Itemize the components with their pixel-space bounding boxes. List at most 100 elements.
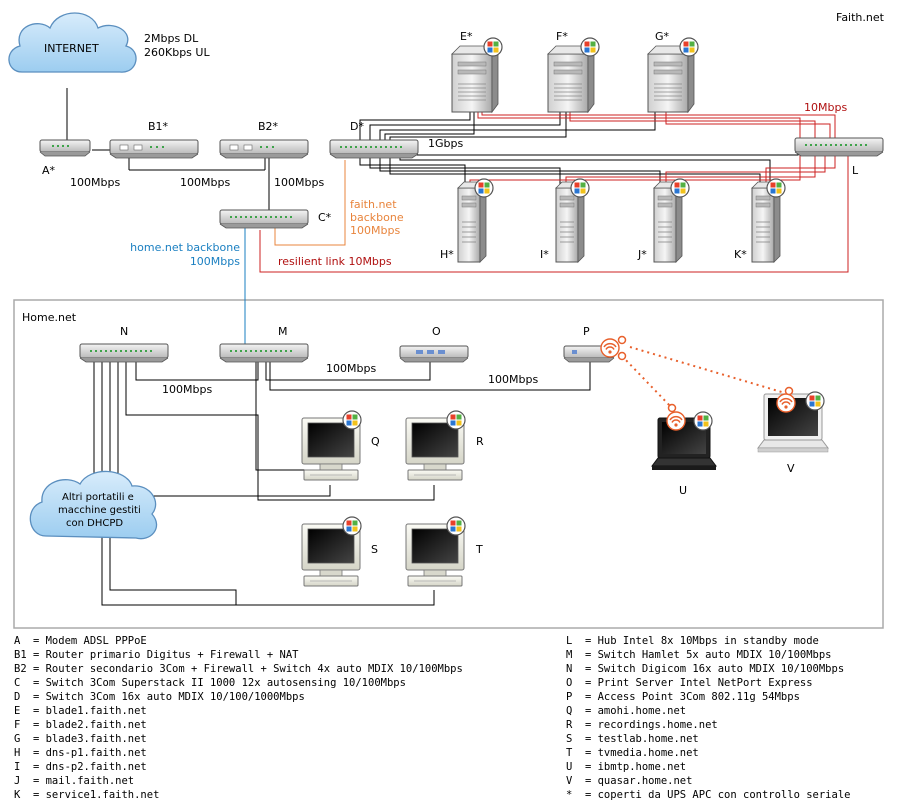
print-server-o[interactable] xyxy=(399,345,469,363)
svg-text:P = Access Point 3Com 802.11g: P = Access Point 3Com 802.11g 54Mbps xyxy=(566,691,800,703)
svg-text:T = tvmedia.home.net: T = tvmedia.home.net xyxy=(566,747,699,759)
dhcp-cloud: Altri portatili e macchine gestiti con D… xyxy=(29,470,158,540)
svg-text:J = mail.faith.net: J = mail.faith.net xyxy=(14,775,134,787)
label-o: O xyxy=(432,325,441,338)
router-b1[interactable] xyxy=(109,139,199,159)
link-n-m: 100Mbps xyxy=(162,383,212,396)
link-m-o: 100Mbps xyxy=(326,362,376,375)
svg-text:INTERNET: INTERNET xyxy=(44,42,99,55)
antenna-icon xyxy=(617,335,627,345)
faith-net-title: Faith.net xyxy=(836,11,885,24)
svg-text:M = Switch Hamlet 5x auto MDI: M = Switch Hamlet 5x auto MDIX 10/100Mbp… xyxy=(566,649,832,661)
svg-text:* = coperti da UPS APC con co: * = coperti da UPS APC con controllo ser… xyxy=(566,789,850,801)
svg-text:B2 = Router secondario 3Com +: B2 = Router secondario 3Com + Firewall +… xyxy=(14,663,463,675)
switch-n[interactable] xyxy=(79,343,169,363)
label-k: K* xyxy=(734,248,747,261)
faith-backbone-link xyxy=(274,160,346,246)
svg-text:L = Hub Intel 8x 10Mbps in st: L = Hub Intel 8x 10Mbps in standby mode xyxy=(566,635,819,647)
label-t: T xyxy=(475,543,483,556)
link-b1-b2: 100Mbps xyxy=(180,176,230,189)
windows-logo-icon xyxy=(580,37,600,57)
internet-cloud: INTERNET xyxy=(8,12,137,73)
svg-text:A = Modem ADSL PPPoE: A = Modem ADSL PPPoE xyxy=(14,635,147,647)
windows-logo-icon xyxy=(474,178,494,198)
wifi-icon xyxy=(776,393,796,413)
label-i: I* xyxy=(540,248,549,261)
faith-backbone-label: 100Mbps xyxy=(350,224,400,237)
label-s: S xyxy=(371,543,378,556)
windows-logo-icon xyxy=(670,178,690,198)
link-b2-c: 100Mbps xyxy=(274,176,324,189)
switch-c[interactable] xyxy=(219,209,309,229)
switch-m[interactable] xyxy=(219,343,309,363)
label-a: A* xyxy=(42,164,56,177)
svg-text:con DHCPD: con DHCPD xyxy=(66,518,123,529)
windows-logo-icon xyxy=(693,411,713,431)
svg-text:O = Print Server Intel NetPor: O = Print Server Intel NetPort Express xyxy=(566,677,813,689)
legend-left: A = Modem ADSL PPPoE B1 = Router primari… xyxy=(14,635,463,801)
wifi-icon xyxy=(666,411,686,431)
svg-text:Q = amohi.home.net: Q = amohi.home.net xyxy=(566,705,686,717)
label-b2: B2* xyxy=(258,120,279,133)
modem-a[interactable] xyxy=(39,139,91,157)
windows-logo-icon xyxy=(805,391,825,411)
svg-text:S = testlab.home.net: S = testlab.home.net xyxy=(566,733,699,745)
svg-text:R = recordings.home.net: R = recordings.home.net xyxy=(566,719,718,731)
svg-text:G = blade3.faith.net: G = blade3.faith.net xyxy=(14,733,147,745)
faith-backbone-label: backbone xyxy=(350,211,404,224)
svg-text:E = blade1.faith.net: E = blade1.faith.net xyxy=(14,705,147,717)
label-r: R xyxy=(476,435,484,448)
wifi-links xyxy=(621,346,786,409)
antenna-icon xyxy=(617,351,627,361)
hub-l[interactable] xyxy=(794,137,884,157)
label-c: C* xyxy=(318,211,332,224)
windows-logo-icon xyxy=(766,178,786,198)
windows-logo-icon xyxy=(446,516,466,536)
svg-text:U = ibmtp.home.net: U = ibmtp.home.net xyxy=(566,761,686,773)
windows-logo-icon xyxy=(342,410,362,430)
label-f: F* xyxy=(556,30,568,43)
label-e: E* xyxy=(460,30,473,43)
link-d-gbps: 1Gbps xyxy=(428,137,463,150)
svg-text:C = Switch 3Com Superstack II: C = Switch 3Com Superstack II 1000 12x a… xyxy=(14,677,406,689)
svg-text:K = service1.faith.net: K = service1.faith.net xyxy=(14,789,159,801)
link-a-b1: 100Mbps xyxy=(70,176,120,189)
uplink-ul: 260Kbps UL xyxy=(144,46,210,59)
label-u: U xyxy=(679,484,687,497)
label-n: N xyxy=(120,325,128,338)
svg-text:macchine gestiti: macchine gestiti xyxy=(58,505,141,516)
svg-text:I = dns-p2.faith.net: I = dns-p2.faith.net xyxy=(14,761,147,773)
svg-text:H = dns-p1.faith.net: H = dns-p1.faith.net xyxy=(14,747,147,759)
svg-text:Altri portatili e: Altri portatili e xyxy=(62,492,134,503)
label-j: J* xyxy=(637,248,647,261)
label-v: V xyxy=(787,462,795,475)
label-h: H* xyxy=(440,248,454,261)
home-net-area xyxy=(13,299,884,629)
antenna-icon xyxy=(667,403,677,413)
svg-text:V = quasar.home.net: V = quasar.home.net xyxy=(566,775,692,787)
switch-d[interactable] xyxy=(329,139,419,159)
faith-backbone-label: faith.net xyxy=(350,198,397,211)
uplink-dl: 2Mbps DL xyxy=(144,32,199,45)
antenna-icon xyxy=(784,386,794,396)
router-b2[interactable] xyxy=(219,139,309,159)
link-l-10mbps: 10Mbps xyxy=(804,101,847,114)
label-l: L xyxy=(852,164,859,177)
resilient-link-label: resilient link 10Mbps xyxy=(278,255,392,268)
label-g: G* xyxy=(655,30,670,43)
windows-logo-icon xyxy=(342,516,362,536)
svg-text:N = Switch Digicom 16x auto M: N = Switch Digicom 16x auto MDIX 10/100M… xyxy=(566,663,844,675)
windows-logo-icon xyxy=(679,37,699,57)
label-b1: B1* xyxy=(148,120,169,133)
svg-text:B1 = Router primario Digitus +: B1 = Router primario Digitus + Firewall … xyxy=(14,649,299,661)
home-backbone-label: 100Mbps xyxy=(190,255,240,268)
windows-logo-icon xyxy=(483,37,503,57)
label-m: M xyxy=(278,325,288,338)
svg-text:D = Switch 3Com 16x auto MDIX: D = Switch 3Com 16x auto MDIX 10/100/100… xyxy=(14,691,305,703)
wifi-icon xyxy=(600,338,620,358)
link-m-p: 100Mbps xyxy=(488,373,538,386)
legend-right: L = Hub Intel 8x 10Mbps in standby mode … xyxy=(566,635,850,801)
windows-logo-icon xyxy=(570,178,590,198)
label-d: D* xyxy=(350,120,364,133)
windows-logo-icon xyxy=(446,410,466,430)
